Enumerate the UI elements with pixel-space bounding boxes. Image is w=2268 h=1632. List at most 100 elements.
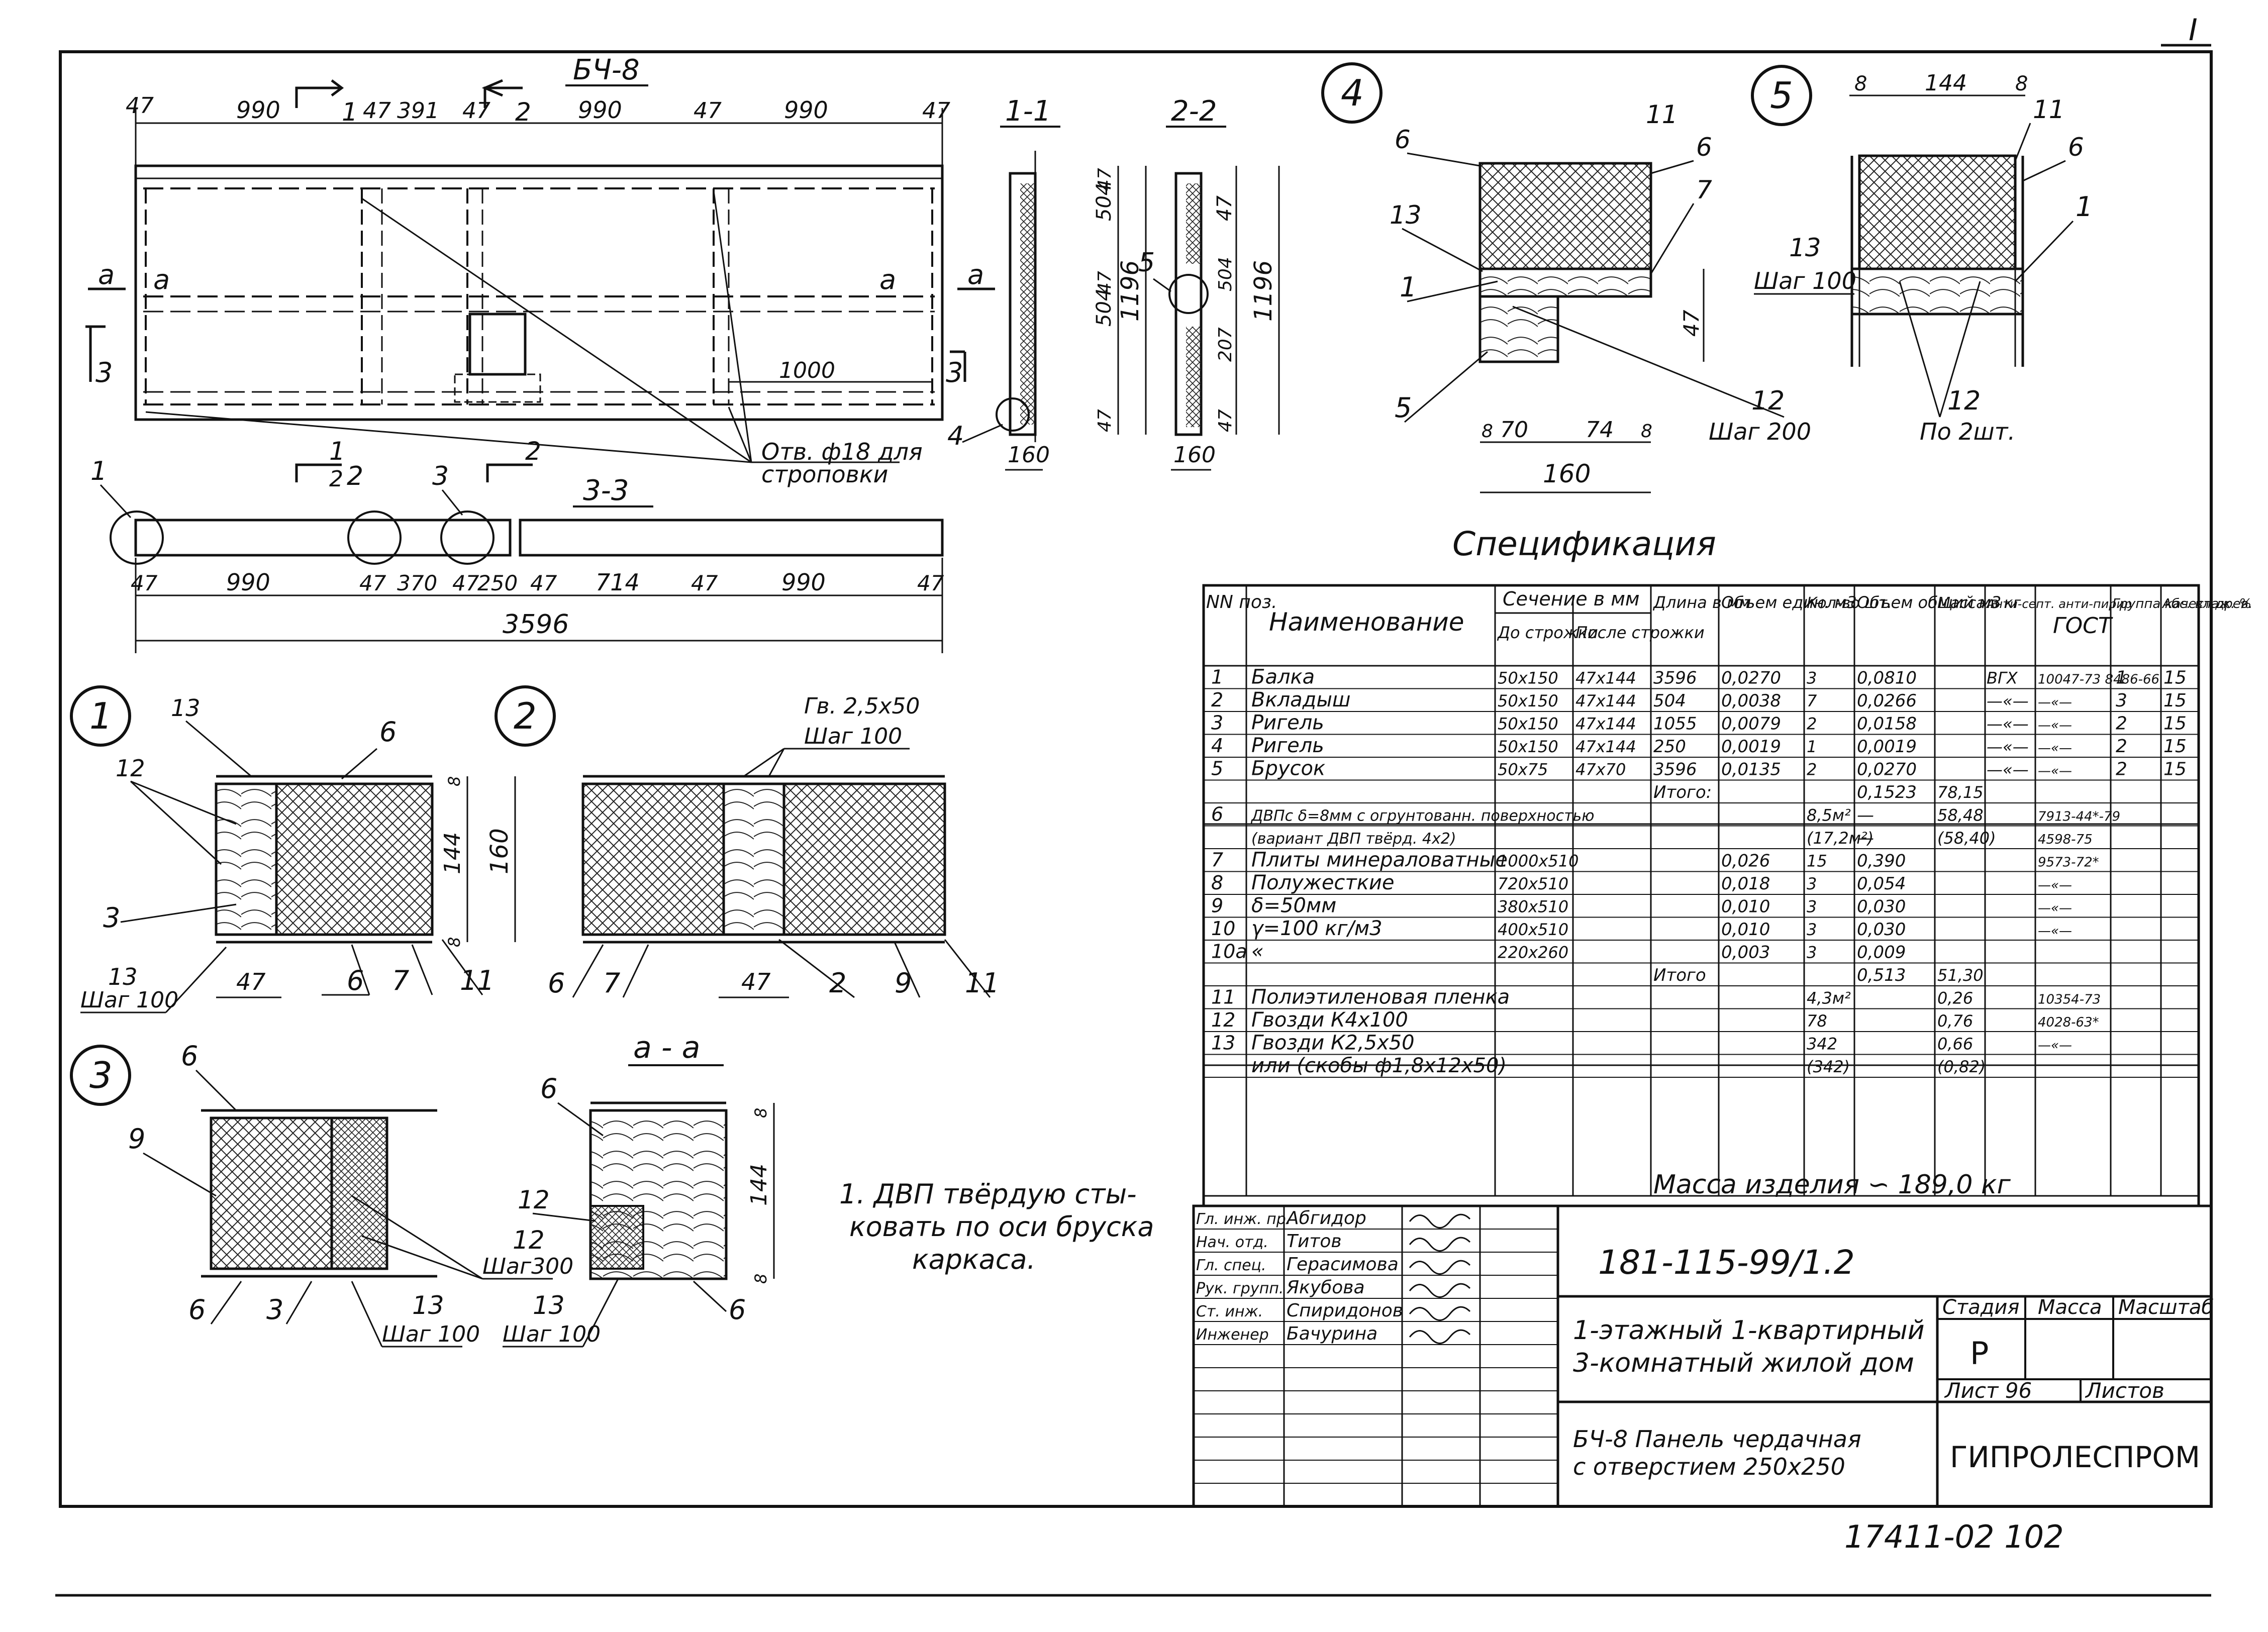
spec-cell: — (1857, 828, 1874, 848)
spec-cell: 1 (1807, 737, 1817, 756)
svg-text:7: 7 (603, 967, 620, 999)
staff-role: Инженер (1196, 1326, 1269, 1344)
svg-text:3: 3 (103, 902, 120, 934)
svg-text:6: 6 (188, 1294, 206, 1325)
spec-cell: 0,030 (1857, 897, 1906, 917)
spec-cell: 11 (1211, 986, 1235, 1008)
svg-text:а - а: а - а (633, 1030, 700, 1065)
dim-top-1: 990 (236, 96, 280, 124)
spec-cell: 1000х510 (1498, 852, 1579, 871)
spec-cell: Брусок (1251, 757, 1325, 780)
svg-text:8: 8 (751, 1108, 770, 1118)
spec-cell: Итого (1653, 965, 1706, 985)
spec-cell: 3596 (1653, 760, 1697, 780)
project-line-2: 3-комнатный жилой дом (1573, 1348, 1914, 1378)
spec-cell: 3 (1807, 943, 1817, 962)
spec-cell: 0,030 (1857, 920, 1906, 940)
svg-text:2-2: 2-2 (1171, 95, 1217, 128)
svg-text:1196: 1196 (1116, 260, 1144, 322)
spec-cell: 4,3м² (1807, 989, 1851, 1008)
svg-text:47: 47 (1215, 409, 1236, 432)
spec-cell: ВГХ (1987, 669, 2018, 688)
svg-text:2: 2 (525, 437, 541, 466)
svg-text:Шаг 200: Шаг 200 (1709, 418, 1811, 445)
spec-cell: 4028-63* (2038, 1015, 2099, 1030)
svg-text:8: 8 (1854, 72, 1867, 95)
svg-text:8: 8 (1482, 421, 1493, 442)
svg-text:11: 11 (1646, 100, 1678, 129)
svg-text:4: 4 (1341, 72, 1364, 114)
svg-text:5: 5 (1770, 74, 1793, 117)
spec-cell: 0,054 (1857, 874, 1906, 894)
svg-text:6: 6 (729, 1294, 746, 1325)
svg-text:Кол-во шт.: Кол-во шт. (1807, 594, 1892, 612)
svg-text:Листов: Листов (2085, 1378, 2164, 1403)
spec-cell: —«— (1987, 760, 2029, 779)
svg-text:6: 6 (181, 1040, 198, 1072)
svg-text:Шаг300: Шаг300 (482, 1254, 573, 1279)
spec-cell: 47х144 (1575, 669, 1636, 688)
spec-cell: 0,0266 (1857, 691, 1917, 711)
detail-4: 4 11 6 6 7 13 1 5 12 Шаг 200 47 8 70 74 … (1321, 62, 1811, 493)
svg-text:160: 160 (1008, 442, 1050, 468)
svg-text:Масштаб: Масштаб (2118, 1296, 2214, 1319)
staff-name: Якубова (1286, 1277, 1365, 1298)
spec-cell: 504 (1653, 691, 1686, 711)
svg-text:6: 6 (379, 716, 397, 748)
svg-text:2: 2 (829, 967, 846, 999)
spec-cell: 4598-75 (2038, 832, 2093, 847)
spec-cell: 10047-73 8486-66 (2038, 672, 2159, 687)
svg-text:Объем общий м3: Объем общий м3 (1857, 593, 2001, 612)
svg-text:990: 990 (781, 569, 826, 596)
spec-cell: 0,0158 (1857, 714, 1917, 734)
panel-elevation: БЧ-8 47 990 47 391 47 990 47 990 47 1 2 (85, 54, 995, 492)
dim-top-8: 47 (922, 98, 950, 124)
spec-cell: 15 (2163, 690, 2187, 711)
spec-cell: —«— (2038, 1038, 2072, 1053)
item-line-1: БЧ-8 Панель чердачная (1573, 1425, 1861, 1453)
detail-3: 3 6 9 12 Шаг300 6 3 13 Шаг 100 (70, 1040, 573, 1348)
spec-cell: 0,010 (1721, 920, 1770, 940)
svg-text:6: 6 (1696, 133, 1712, 162)
svg-text:2: 2 (347, 461, 363, 491)
svg-text:370: 370 (397, 571, 437, 595)
spec-cell: 8 (1211, 872, 1223, 894)
svg-text:Абс. влаж. %: Абс. влаж. % (2161, 596, 2251, 611)
spec-cell: 0,66 (1937, 1035, 1973, 1054)
spec-cell: 0,0270 (1721, 668, 1781, 688)
svg-text:6: 6 (548, 967, 565, 999)
hole-note-2: строповки (761, 461, 888, 488)
svg-text:2: 2 (515, 97, 531, 127)
spec-cell: —«— (2038, 695, 2072, 710)
svg-text:Сечение в мм: Сечение в мм (1503, 588, 1640, 610)
staff-role: Ст. инж. (1196, 1303, 1263, 1320)
section-3-3: 3-3 1 2 3 47 990 47 370 47 250 47 714 47… (90, 456, 944, 653)
spec-cell: 0,26 (1937, 989, 1973, 1008)
spec-cell: 50х150 (1498, 691, 1558, 710)
svg-text:ГОСТ: ГОСТ (2053, 613, 2113, 639)
svg-text:1: 1 (329, 437, 345, 466)
spec-cell: Полиэтиленовая пленка (1251, 986, 1510, 1009)
svg-text:Масса: Масса (2038, 1296, 2102, 1319)
spec-cell: 47х144 (1575, 715, 1636, 734)
spec-cell: (342) (1807, 1057, 1850, 1076)
svg-text:47: 47 (530, 571, 557, 595)
spec-cell: 250 (1653, 737, 1686, 757)
spec-cell: или (скобы ф1,8х12х50) (1251, 1054, 1507, 1077)
spec-row-lines (1204, 688, 2199, 1078)
staff-role: Гл. спец. (1196, 1257, 1266, 1274)
svg-text:Шаг 100: Шаг 100 (382, 1321, 480, 1347)
spec-cell: 10354-73 (2038, 992, 2101, 1007)
svg-text:47: 47 (359, 571, 386, 595)
svg-text:Группа качест древ.: Группа качест древ. (2112, 596, 2252, 611)
stage-value: Р (1970, 1335, 1989, 1372)
svg-text:144: 144 (440, 832, 465, 874)
dim-top-6: 47 (694, 98, 722, 124)
signature (1409, 1283, 1471, 1298)
svg-text:1. ДВП твёрдую сты-: 1. ДВП твёрдую сты- (839, 1178, 1137, 1210)
spec-cell: 0,1523 (1857, 782, 1917, 802)
spec-cell: 7913-44*-79 (2038, 809, 2120, 825)
section-33-total: 3596 (503, 609, 569, 640)
svg-text:47: 47 (741, 968, 771, 995)
